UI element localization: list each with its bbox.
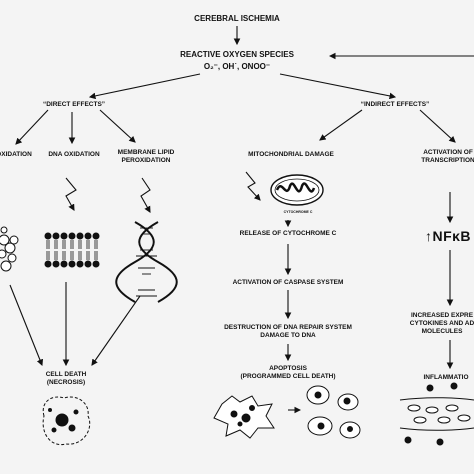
arrow-membrane-death	[91, 295, 141, 366]
label-protein-oxidation: OXIDATION	[0, 151, 32, 158]
label-dna-oxidation: DNA OXIDATION	[48, 151, 100, 158]
label-direct-effects: “DIRECT EFFECTS”	[42, 101, 106, 108]
label-nfkb: ↑NFκB	[424, 228, 472, 244]
lightning-dna	[65, 177, 77, 211]
arrow-ros-direct	[88, 73, 201, 100]
apoptotic-cell-icon	[213, 395, 275, 439]
label-apoptosis: APOPTOSIS (PROGRAMMED CELL DEATH)	[240, 365, 336, 380]
title-cerebral-ischemia: CEREBRAL ISCHEMIA	[194, 14, 280, 23]
arrow-direct-membrane	[99, 109, 136, 143]
label-release-cytochrome: RELEASE OF CYTOCHROME C	[239, 230, 337, 237]
arrow-indirect-mito	[319, 109, 363, 141]
mitochondrion-icon	[270, 174, 324, 206]
necrotic-cell-icon	[42, 396, 91, 446]
label-caspase: ACTIVATION OF CASPASE SYSTEM	[232, 279, 344, 286]
lightning-mito	[245, 171, 261, 201]
arrow-protein-death	[9, 284, 44, 367]
label-cell-death: CELL DEATH (NECROSIS)	[45, 371, 87, 386]
label-ros-formula: O₂⁻, OH˙, ONOO⁻	[203, 62, 271, 71]
label-ros: REACTIVE OXYGEN SPECIES	[180, 50, 294, 59]
protein-icon	[0, 226, 19, 272]
apoptotic-bodies-icon	[306, 385, 361, 439]
membrane-bilayer-icon	[44, 232, 100, 268]
label-indirect-effects: “INDIRECT EFFECTS”	[360, 101, 430, 108]
label-increased-expression: INCREASED EXPRE CYTOKINES AND AD MOLECUL…	[409, 312, 474, 335]
arrow-ros-indirect	[279, 73, 397, 100]
lightning-membrane	[140, 177, 151, 213]
dna-helix-icon	[115, 221, 178, 303]
arrow-direct-protein	[15, 109, 49, 145]
label-dna-repair: DESTRUCTION OF DNA REPAIR SYSTEM DAMAGE …	[224, 324, 352, 339]
label-activation-transcription: ACTIVATION OF TRANSCRIPTION	[421, 149, 474, 164]
label-membrane-peroxidation: MEMBRANE LIPID PEROXIDATION	[117, 149, 175, 164]
arrow-indirect-activation	[419, 109, 456, 143]
label-inflammation: INFLAMMATIO	[423, 374, 469, 381]
label-cytochrome-small: CYTOCHROME C	[283, 210, 313, 214]
vessel-icon	[399, 382, 474, 446]
label-mitochondrial-damage: MITOCHONDRIAL DAMAGE	[248, 151, 334, 158]
